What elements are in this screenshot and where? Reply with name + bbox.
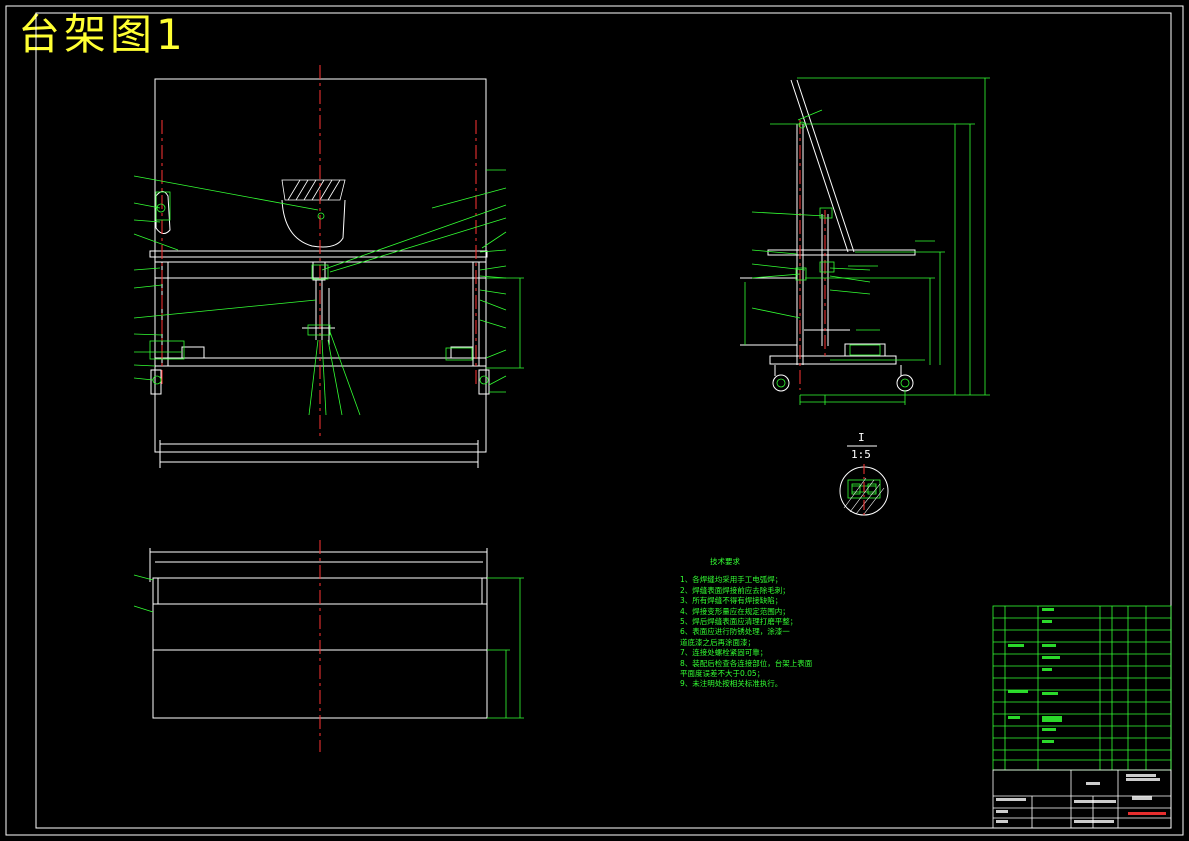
technical-note: 3、所有焊缝不得有焊接缺陷；	[680, 596, 783, 606]
technical-note: 平面度误差不大于0.05；	[680, 669, 765, 679]
technical-notes-heading: 技术要求	[710, 557, 740, 566]
side-view	[740, 79, 916, 392]
technical-note: 7、连接处螺栓紧固可靠；	[680, 648, 768, 658]
detail-view-hatch	[843, 477, 885, 515]
technical-note: 9、未注明处按相关标准执行。	[680, 679, 783, 689]
top-view	[149, 548, 488, 719]
technical-note: 1、各焊缝均采用手工电弧焊；	[680, 575, 783, 585]
title-block	[992, 769, 1172, 829]
front-centerlines	[161, 65, 477, 440]
side-centerlines	[799, 120, 826, 390]
technical-note: 4、焊接变形量应在规定范围内；	[680, 606, 790, 616]
technical-note: 2、焊缝表面焊接前应去除毛刺；	[680, 585, 790, 595]
technical-notes: 技术要求 1、各焊缝均采用手工电弧焊； 2、焊缝表面焊接前应去除毛刺； 3、所有…	[680, 557, 812, 690]
drawing-title: 台架图1	[18, 10, 187, 59]
parts-list-fill	[1008, 608, 1062, 743]
title-block-red-mark	[1128, 812, 1166, 815]
technical-note: 道底漆之后再涂面漆；	[680, 637, 755, 647]
detail-view-scale: 1:5	[851, 448, 871, 461]
front-view	[149, 78, 490, 468]
detail-view-label: I	[858, 431, 865, 444]
front-workpiece-hatch	[281, 179, 346, 201]
top-view-leaders	[133, 574, 524, 719]
technical-note: 8、装配后检查各连接部位，台架上表面	[680, 658, 813, 668]
technical-note: 6、表面应进行防锈处理，涂漆一	[680, 627, 790, 637]
side-leaders	[744, 77, 990, 405]
front-leaders	[133, 169, 524, 416]
title-block-fill	[996, 774, 1160, 823]
technical-note: 5、焊后焊缝表面应清理打磨平整；	[680, 617, 798, 627]
parts-list	[992, 605, 1172, 771]
sheet-border	[5, 5, 1184, 836]
